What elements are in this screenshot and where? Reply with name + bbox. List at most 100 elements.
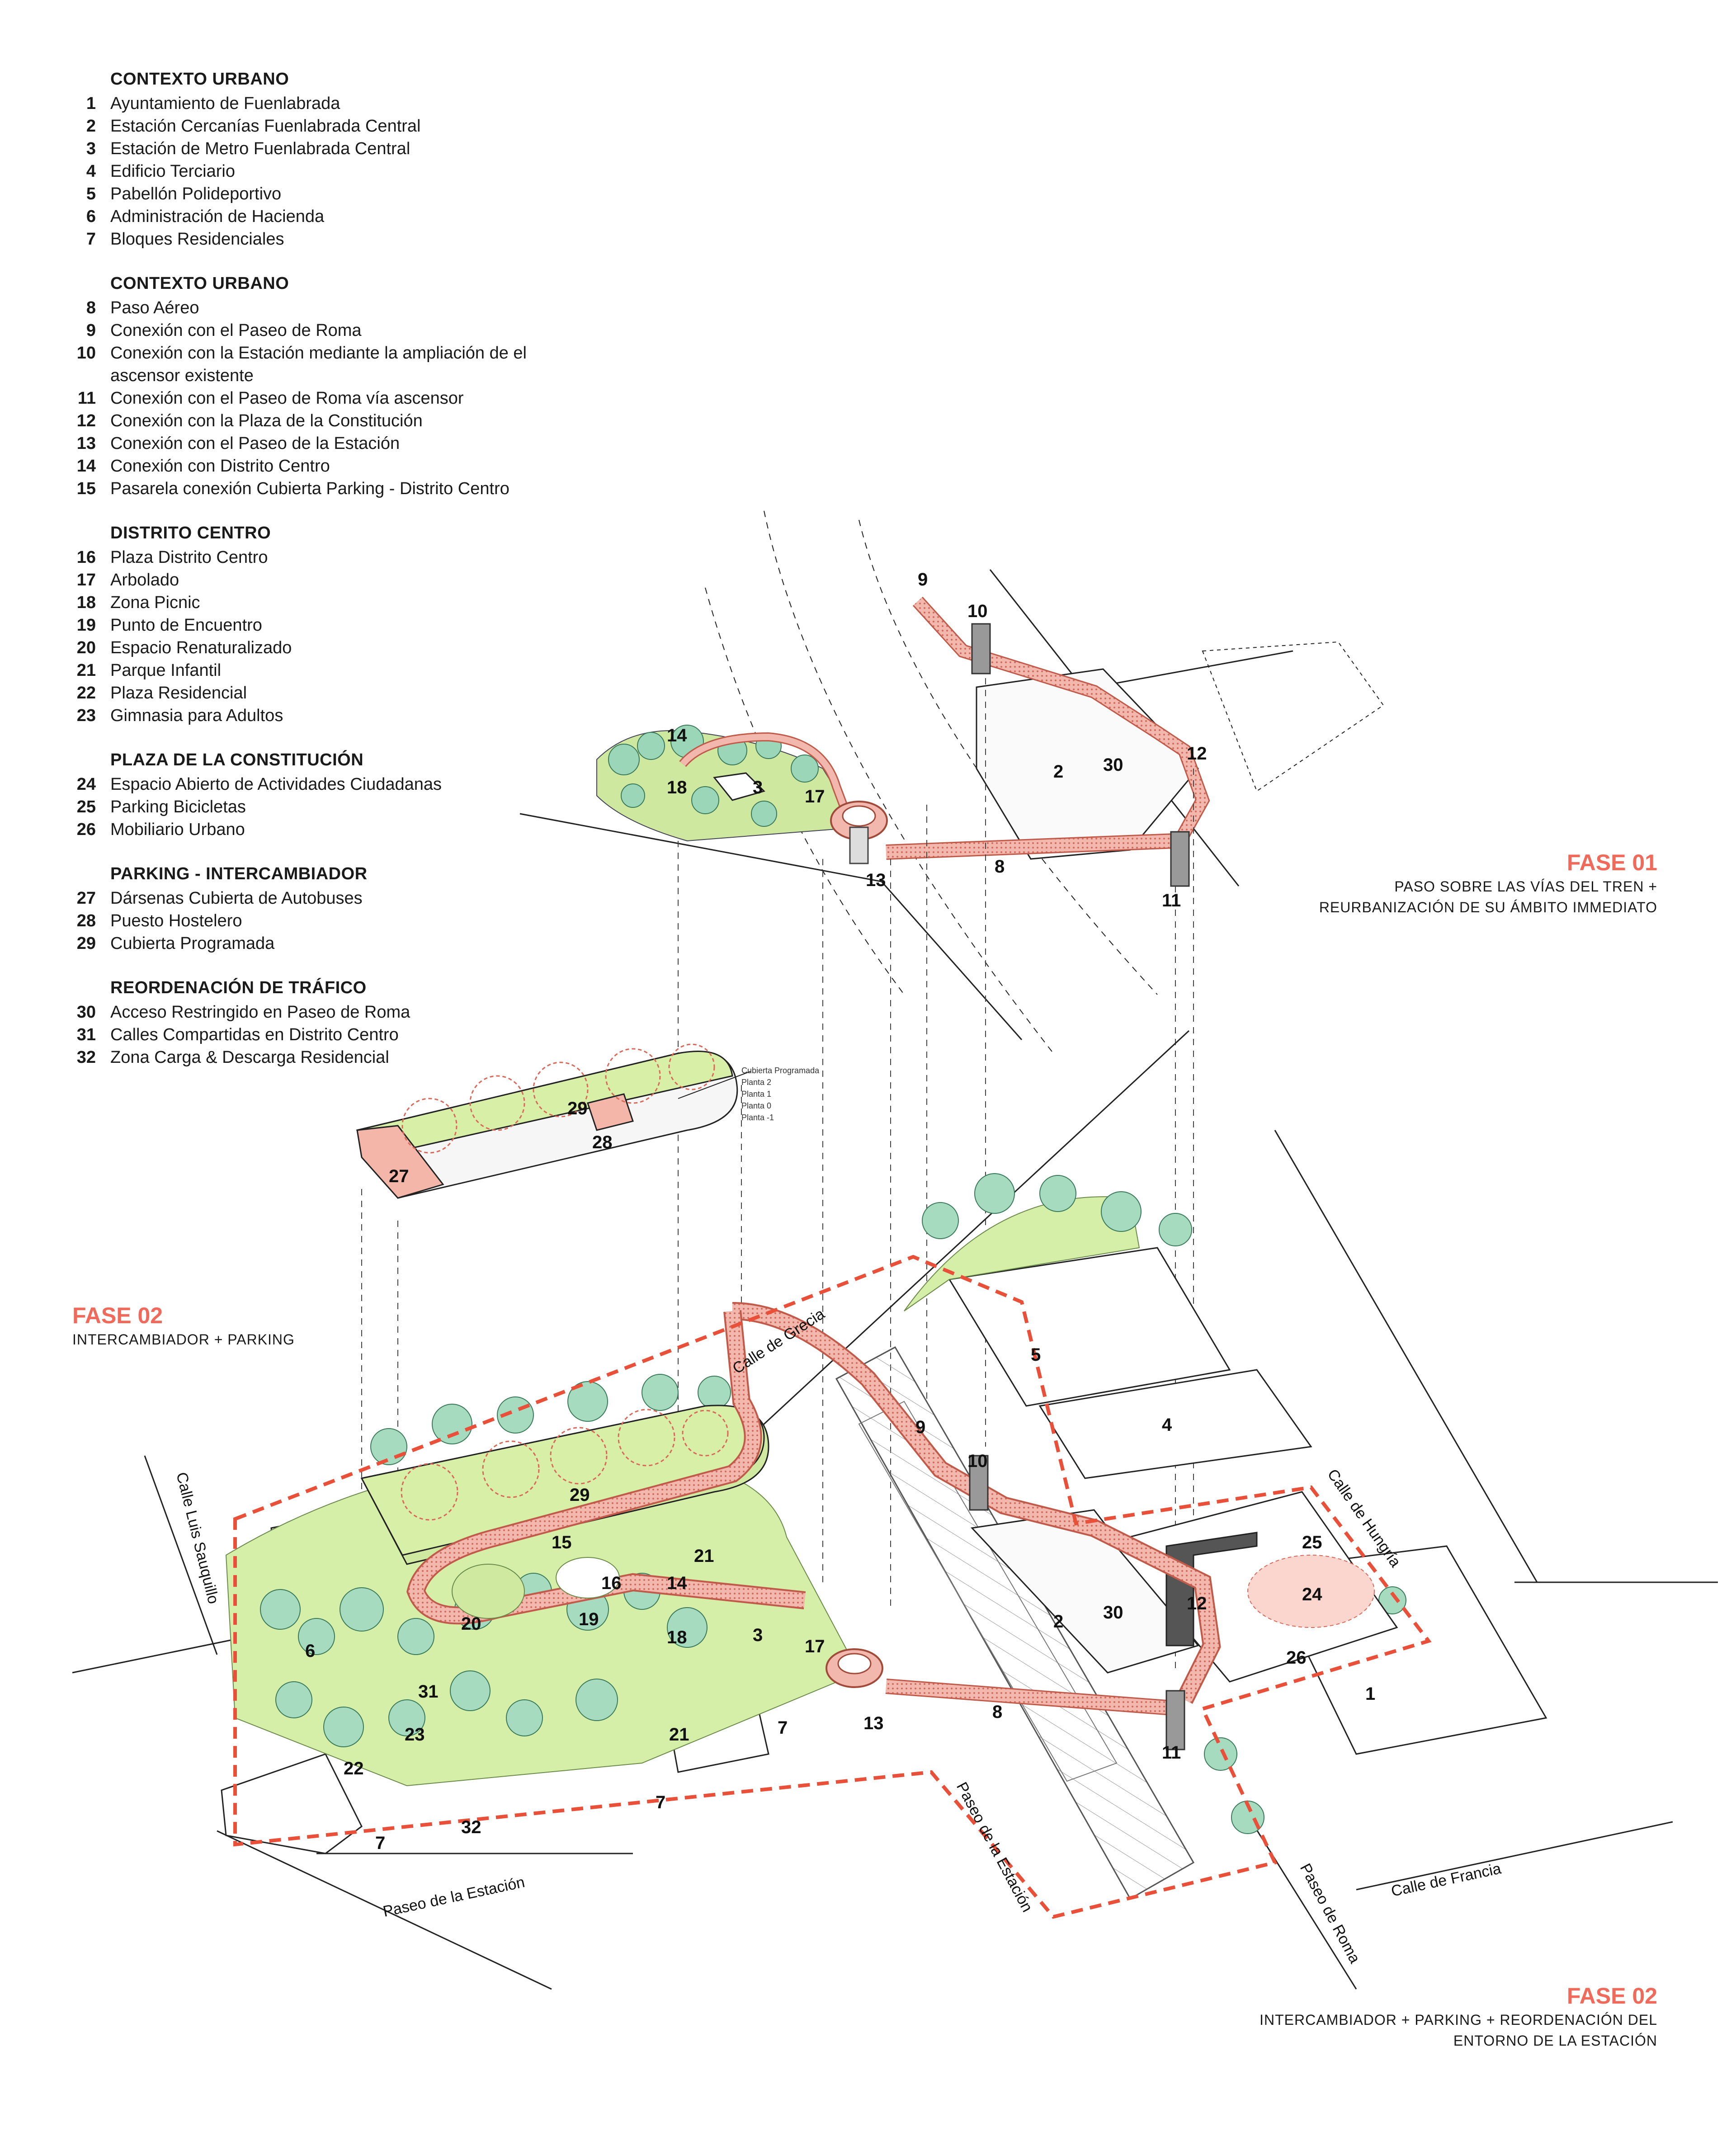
legend-item-text: Espacio Abierto de Actividades Ciudadana… (110, 775, 442, 794)
legend-item-number: 7 (86, 230, 96, 249)
legend-item-number: 27 (76, 889, 96, 908)
legend-item-number: 5 (86, 184, 96, 203)
label-21b: 21 (669, 1725, 689, 1745)
label-8: 8 (995, 857, 1005, 877)
label-13: 13 (866, 870, 886, 890)
floor-3: Planta 0 (741, 1101, 771, 1110)
legend-item: 21 Parque Infantil (72, 659, 579, 682)
label-30b: 30 (1103, 1603, 1123, 1622)
legend-item-text: Puesto Hostelero (110, 911, 242, 930)
legend-item-text: Conexión con la Estación mediante la amp… (110, 344, 527, 385)
label-24: 24 (1302, 1585, 1322, 1604)
legend-item-text: Administración de Hacienda (110, 207, 325, 226)
legend-item-number: 22 (76, 684, 96, 703)
legend-item-text: Conexión con la Plaza de la Constitución (110, 411, 423, 430)
legend-group: PLAZA DE LA CONSTITUCIÓN 24 Espacio Abiert… (72, 749, 579, 841)
label-10: 10 (967, 601, 988, 621)
legend-group-title: PLAZA DE LA CONSTITUCIÓN (110, 750, 364, 769)
labels-fase01: 9 10 14 18 3 17 2 30 12 8 13 11 (667, 570, 1207, 910)
street-paseo-estacion-2: Paseo de la Estación (953, 1779, 1036, 1915)
phase-fase02a-line1: INTERCAMBIADOR + PARKING (72, 1331, 295, 1348)
label-11: 11 (1162, 891, 1181, 910)
label-16: 16 (601, 1573, 622, 1593)
phase-fase01: FASE 01 PASO SOBRE LAS VÍAS DEL TREN + R… (1319, 849, 1657, 918)
legend-item-number: 6 (86, 207, 96, 226)
legend-item-text: Conexión con el Paseo de la Estación (110, 434, 400, 453)
legend-item-number: 19 (76, 616, 96, 635)
label-10b: 10 (967, 1451, 988, 1471)
street-luis-sauquillo: Calle Luis Sauquillo (173, 1471, 222, 1606)
legend-item-text: Parque Infantil (110, 661, 222, 680)
label-4: 4 (1162, 1415, 1172, 1435)
legend-item-number: 24 (76, 775, 96, 794)
phase-fase01-title: FASE 01 (1566, 850, 1657, 875)
label-2b: 2 (1053, 1612, 1063, 1632)
label-29: 29 (567, 1099, 588, 1118)
legend-item: 6 Administración de Hacienda (72, 205, 579, 228)
legend-item-number: 29 (76, 934, 96, 953)
legend-item-text: Pasarela conexión Cubierta Parking - Dis… (110, 479, 509, 498)
legend-item-number: 12 (76, 411, 96, 430)
label-18: 18 (667, 778, 687, 797)
label-28: 28 (592, 1132, 613, 1152)
legend-item-text: Paso Aéreo (110, 298, 199, 317)
legend-item-number: 3 (86, 139, 96, 158)
phase-fase02b: FASE 02 INTERCAMBIADOR + PARKING + REORD… (1260, 1982, 1657, 2051)
legend-item-text: Pabellón Polideportivo (110, 184, 282, 203)
legend-item: 8 Paso Aéreo (72, 297, 579, 319)
label-23: 23 (405, 1725, 425, 1745)
legend-item-number: 26 (76, 820, 96, 839)
label-25: 25 (1302, 1533, 1322, 1552)
floor-0: Cubierta Programada (741, 1066, 820, 1075)
label-1: 1 (1365, 1684, 1375, 1704)
label-17: 17 (805, 787, 825, 807)
legend-item-number: 17 (76, 571, 96, 590)
phase-fase02a-title: FASE 02 (72, 1303, 163, 1328)
labels-parking: 29 28 27 Cubierta Programada Planta 2 Pl… (389, 1066, 820, 1186)
label-15: 15 (552, 1533, 572, 1552)
legend-group-title: DISTRITO CENTRO (110, 524, 271, 542)
legend-item-number: 16 (76, 548, 96, 567)
label-8b: 8 (992, 1702, 1002, 1722)
label-31: 31 (418, 1682, 439, 1702)
legend-item-number: 11 (77, 389, 96, 408)
label-17b: 17 (805, 1637, 825, 1656)
legend-item-number: 14 (76, 457, 96, 476)
legend-group-title: CONTEXTO URBANO (110, 70, 289, 89)
fase02-drawing (72, 1030, 1718, 1990)
label-21a: 21 (694, 1546, 714, 1566)
legend-item-number: 8 (86, 298, 96, 317)
legend-item: 32 Zona Carga & Descarga Residencial (72, 1046, 579, 1069)
label-12: 12 (1187, 744, 1207, 764)
floor-1: Planta 2 (741, 1078, 771, 1087)
floor-2: Planta 1 (741, 1090, 771, 1099)
legend-item: 24 Espacio Abierto de Actividades Ciudada… (72, 773, 579, 796)
legend-item-number: 32 (76, 1048, 96, 1067)
label-5: 5 (1031, 1345, 1041, 1365)
label-26: 26 (1286, 1648, 1307, 1668)
label-32: 32 (461, 1817, 481, 1837)
legend-item-text: Edificio Terciario (110, 162, 235, 181)
legend-item-number: 4 (86, 162, 96, 181)
phase-fase02a: FASE 02 INTERCAMBIADOR + PARKING (72, 1302, 295, 1350)
legend-item: 4 Edificio Terciario (72, 160, 579, 183)
legend-item-number: 21 (76, 661, 96, 680)
label-22: 22 (344, 1759, 364, 1778)
label-7c: 7 (375, 1833, 385, 1853)
legend-item-text: Calles Compartidas en Distrito Centro (110, 1025, 399, 1044)
legend-item-text: Zona Carga & Descarga Residencial (110, 1048, 389, 1067)
legend-item-text: Conexión con Distrito Centro (110, 457, 330, 476)
